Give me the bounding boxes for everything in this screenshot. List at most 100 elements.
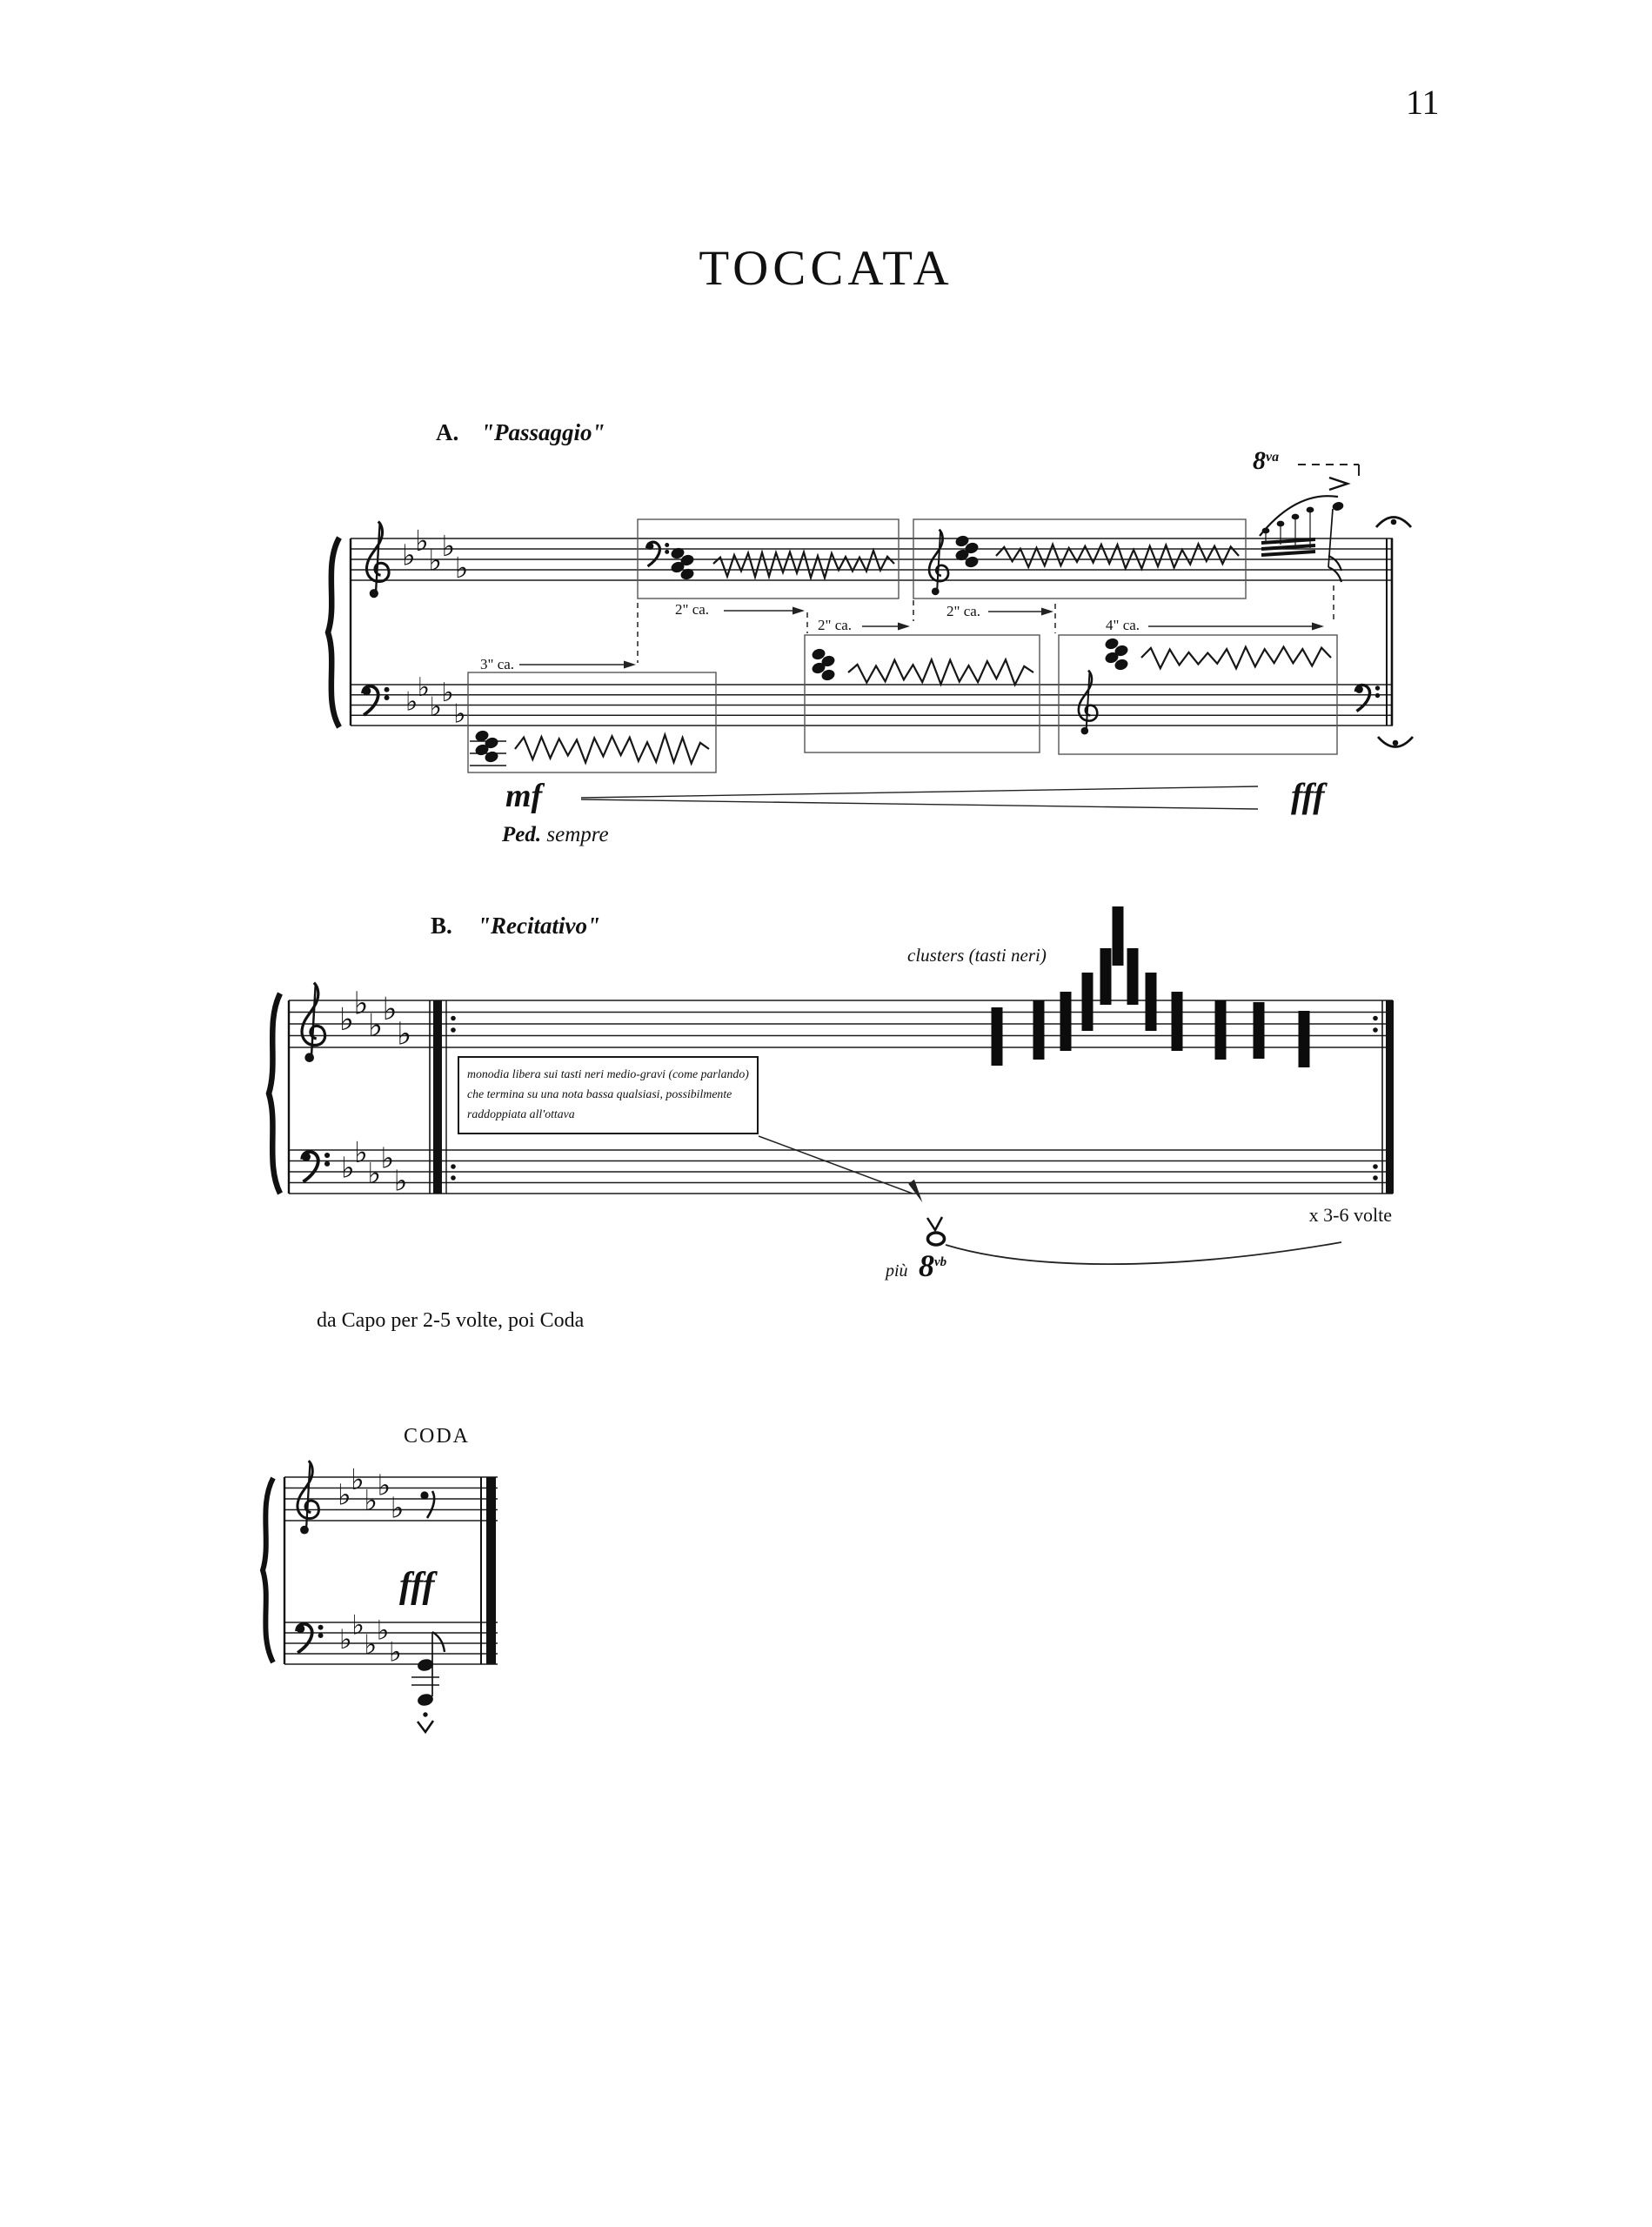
flat-icon: ♭ [418,672,430,703]
flat-icon: ♭ [339,1624,352,1655]
cluster-notehead [680,568,694,580]
tremolo-beam [1261,538,1316,557]
bass-clef-icon [360,684,391,717]
barlines [283,538,1394,1664]
zigzag-line [514,732,710,766]
cluster-notehead [812,662,826,674]
repeat-dot [1373,1164,1378,1169]
cluster-notehead [812,648,826,660]
cluster-notehead [955,549,969,561]
flat-icon: ♭ [354,986,369,1021]
black-key-cluster-bars [991,906,1310,1067]
fermata-inverted-icon [1376,736,1415,748]
flat-icon: ♭ [402,538,416,572]
notehead [418,1694,433,1706]
fermata-dot [1390,518,1397,525]
treble-clef-icon [927,528,950,597]
cluster-notehead [485,737,498,749]
cluster-notehead [1105,652,1119,664]
extension-curve [945,1241,1342,1266]
ottava-8vb: 8vb [919,1250,946,1281]
end-repeat-thick [1386,1000,1394,1194]
flat-icon: ♭ [389,1637,402,1669]
cluster-bar [1112,906,1124,966]
flat-icon: ♭ [441,678,453,708]
flat-icon: ♭ [368,1008,383,1044]
brace-coda [259,1476,276,1664]
eighth-rest-icon [425,1490,436,1519]
key-signatures: ♭♭♭♭♭♭♭♭♭♭♭♭♭♭♭♭♭♭♭♭♭♭♭♭♭♭♭♭♭♭ [338,524,468,1669]
bass-clef-icon [645,540,671,568]
cluster-notehead [671,561,685,573]
note-flags [1328,554,1343,583]
page-title: TOCCATA [699,241,953,296]
cluster-bar [1081,973,1094,1031]
cluster-boxes [467,518,1338,773]
duration-arrows [519,585,1334,669]
zigzag-line [1140,645,1332,672]
flat-icon: ♭ [354,1135,368,1169]
cluster-bar [1060,992,1072,1051]
section-a-subtitle: "Passaggio" [481,419,605,445]
grace-noteheads [1261,506,1314,534]
zigzag-line [712,547,895,582]
cluster-bar [1033,1000,1045,1060]
brace-system-a [324,536,342,729]
instruction-line: raddoppiata all'ottava [467,1107,575,1120]
flat-icon: ♭ [367,1156,381,1190]
cluster-box-5 [1058,634,1338,755]
cluster-notehead [1114,645,1128,657]
notehead [418,1659,433,1671]
flat-icon: ♭ [415,524,429,558]
duration-label-2ca-2: 2" ca. [818,617,853,633]
crescendo-hairpin [580,786,1259,810]
treble-clef-icon [300,980,327,1064]
cluster-bar [1253,1002,1265,1059]
repeat-dot [451,1175,456,1180]
coda-final-barline-thick [486,1477,496,1664]
cluster-notehead [1105,638,1119,650]
instruction-pointer [758,1135,923,1203]
begin-repeat-thick [433,1000,442,1194]
pedal-qualifier: sempre [546,823,609,846]
repeat-dot [1373,1175,1378,1180]
cluster-notehead [1114,659,1128,671]
flat-icon: ♭ [394,1164,408,1198]
flat-icon: ♭ [351,1462,365,1496]
cluster-notehead [671,547,685,559]
brace-system-b [265,992,283,1195]
ottava-vb: vb [934,1255,947,1269]
accent-icon [926,1216,944,1233]
fermata-icon [1374,516,1413,528]
cluster-notehead [965,542,979,554]
cluster-notehead [821,655,835,667]
clusters-caption: clusters (tasti neri) [907,945,1047,966]
flat-icon: ♭ [383,992,398,1027]
cluster-chords [470,535,1128,766]
flat-icon: ♭ [442,529,456,563]
flat-icon: ♭ [338,1478,351,1512]
cluster-notehead [475,744,489,756]
cluster-notehead [955,535,969,547]
cluster-notehead [475,730,489,742]
cluster-bar [1100,948,1112,1005]
duration-label-4ca: 4" ca. [1106,617,1140,633]
cluster-box-1 [637,518,900,599]
note-flag [431,1630,446,1653]
grand-staff-braces [259,536,342,1664]
duration-label-2ca-1: 2" ca. [675,601,710,618]
ottava-8: 8 [1253,446,1266,475]
flat-icon: ♭ [364,1483,378,1517]
zigzag-glissandi [514,541,1332,766]
section-b-subtitle: "Recitativo" [478,913,600,939]
flat-icon: ♭ [378,1468,391,1501]
ottava-marking: 8va [1253,448,1279,474]
final-low-note [926,1216,1342,1266]
flat-icon: ♭ [391,1491,405,1525]
slur [1259,495,1339,537]
notehead [1332,502,1344,511]
coda-figures [411,1490,446,1735]
repeat-barlines [429,1000,1394,1194]
repeat-count-caption: x 3-6 volte [1308,1204,1392,1226]
